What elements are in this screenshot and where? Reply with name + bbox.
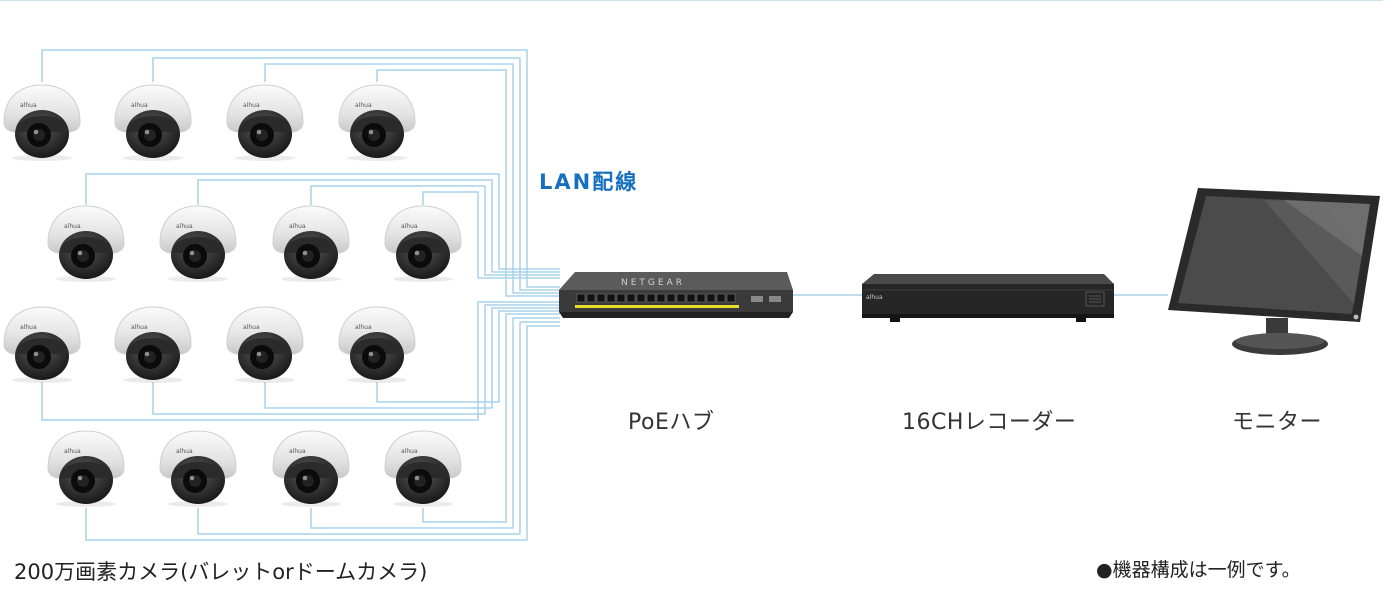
dome-camera [381, 203, 465, 283]
dome-camera [44, 428, 128, 508]
wire-row-2 [85, 173, 560, 279]
dome-camera [223, 82, 307, 162]
dome-camera [269, 203, 353, 283]
dome-camera [335, 82, 419, 162]
dome-camera [44, 203, 128, 283]
recorder-device: alhua [862, 274, 1114, 322]
wire-row-3 [41, 301, 560, 421]
monitor-device [1168, 188, 1380, 355]
dome-camera [156, 428, 240, 508]
monitor-label: モニター [1232, 410, 1323, 435]
dome-camera [381, 428, 465, 508]
dome-camera [0, 304, 84, 384]
wire-row-1 [41, 49, 560, 297]
top-divider [0, 0, 1383, 1]
poe-hub-label: PoEハブ [628, 410, 715, 435]
dome-camera [223, 304, 307, 384]
hub-brand: NETGEAR [621, 278, 685, 288]
recorder-brand: alhua [866, 294, 883, 301]
dome-camera [0, 82, 84, 162]
dome-camera [269, 428, 353, 508]
dome-camera [335, 304, 419, 384]
configuration-note: ●機器構成は一例です。 [1096, 559, 1301, 581]
dome-camera [111, 82, 195, 162]
wire-row-4 [85, 313, 560, 541]
poe-hub-device: NETGEAR [559, 272, 793, 318]
dome-camera [156, 203, 240, 283]
recorder-label: 16CHレコーダー [902, 410, 1077, 435]
dome-camera [111, 304, 195, 384]
cameras-caption: 200万画素カメラ(バレットorドームカメラ) [14, 560, 428, 584]
lan-wiring-label: LAN配線 [539, 170, 639, 194]
